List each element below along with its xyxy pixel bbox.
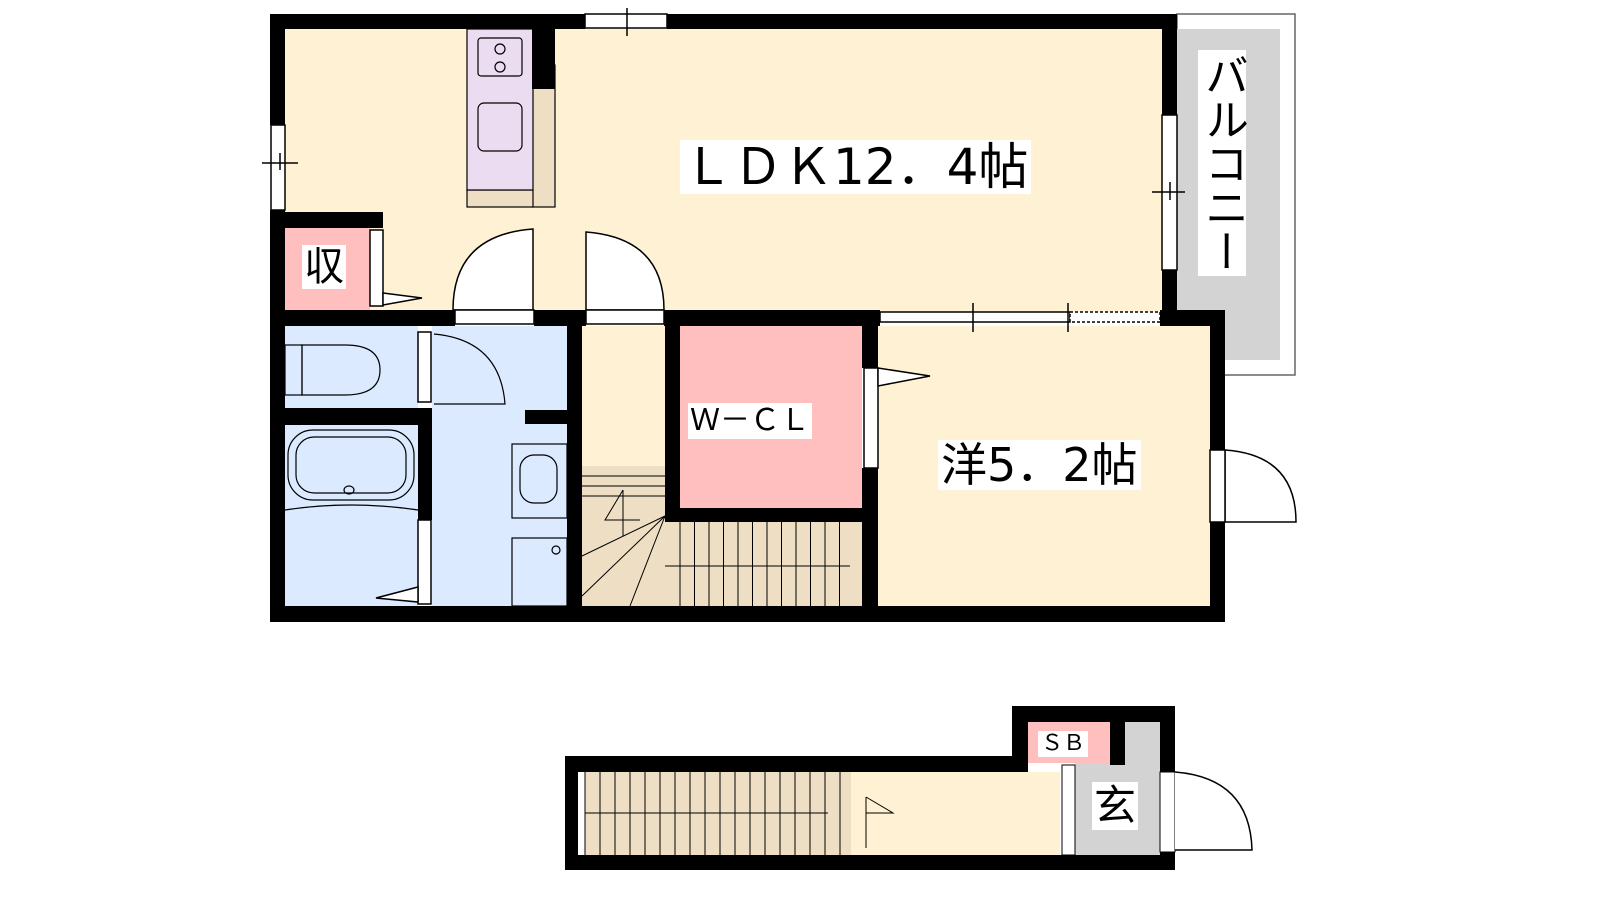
ldk-label: ＬＤＫ12．4帖: [680, 140, 1032, 194]
entrance-label: 玄: [1092, 781, 1139, 830]
bath-floor: [285, 425, 418, 606]
storage-label: 収: [302, 244, 346, 290]
hallway-floor: [582, 326, 665, 466]
wcl-label: Ｗ－ＣＬ: [688, 403, 812, 439]
stair-treads: [581, 475, 850, 607]
kitchen-counter: [466, 28, 556, 208]
western-room-label: 洋5．2帖: [938, 440, 1141, 490]
balcony-label: バルコニー: [1197, 50, 1248, 276]
walls: [270, 14, 1225, 622]
toilet-floor: [285, 326, 418, 408]
lower-floor: [565, 706, 1253, 870]
shoebox-label: ＳＢ: [1038, 731, 1089, 757]
washroom-floor: [432, 326, 567, 606]
